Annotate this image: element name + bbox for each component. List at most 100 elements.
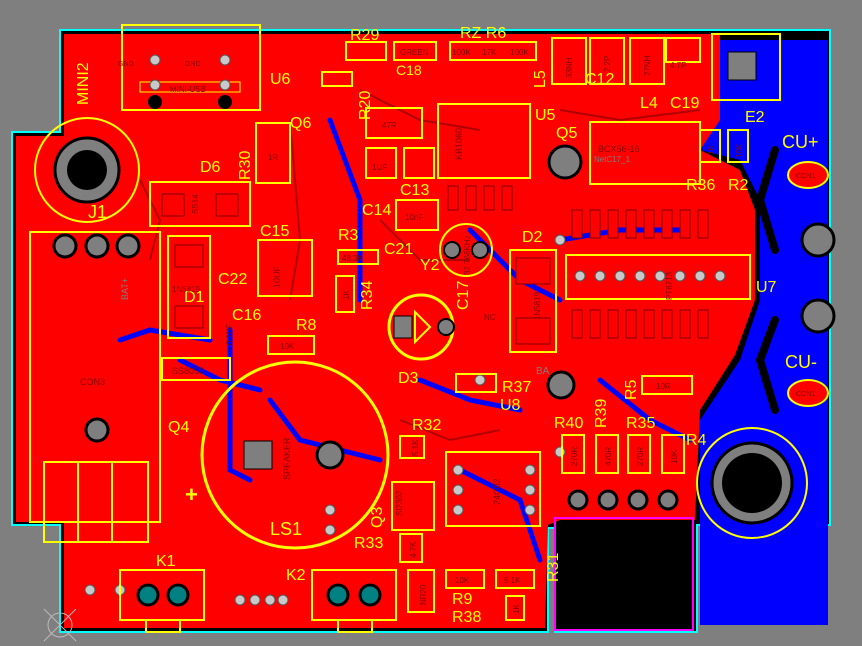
mounting-hole-j1 xyxy=(34,117,140,223)
c13-label: C13 xyxy=(400,182,429,199)
r40-value: 270R xyxy=(570,447,579,466)
r4-value: 10K xyxy=(670,449,679,464)
c18-label: C18 xyxy=(396,62,422,78)
d3-label: D3 xyxy=(398,370,419,387)
usb-connector-outline xyxy=(554,517,694,631)
r9-value: 1K xyxy=(512,604,521,614)
c17-label: C17 xyxy=(455,281,472,310)
d2-diode: D2 1N5819 NC xyxy=(484,229,557,353)
r33-label: R33 xyxy=(354,535,383,552)
crystal-y2: Y2 32.768KHz C17 xyxy=(420,223,493,310)
u7-label: U7 xyxy=(756,279,777,296)
r5-value: 10R xyxy=(656,382,671,391)
cu-plus-label: CU+ xyxy=(782,132,819,152)
mini-usb-connector: MINI-USB GND GND xyxy=(118,24,261,111)
d6-label: D6 xyxy=(200,159,221,176)
mini-usb-label: MINI-USB xyxy=(170,85,206,94)
u8-chip-label: 24C02 xyxy=(492,478,502,505)
c19-label: C19 xyxy=(670,95,699,112)
d2-label: D2 xyxy=(522,229,543,246)
r30-value: 1R xyxy=(268,153,278,162)
value-4p7: 4.7P xyxy=(670,61,686,70)
battery-header-j1: J1 CON3 BAT+ xyxy=(29,202,161,523)
y2-value: 32.768KHz xyxy=(463,235,472,275)
r34-value: 1K xyxy=(342,290,351,300)
battery-contacts: CU+ CON1 CU- CON1 xyxy=(755,132,836,414)
c21-label: C21 xyxy=(384,241,413,258)
origin-marker-icon xyxy=(43,608,77,642)
q4-part-label: SS8050 xyxy=(172,366,204,376)
value-2p2: 2.2P xyxy=(603,56,612,72)
q3-part-label: SI2302 xyxy=(395,490,404,516)
nc-label: NC xyxy=(484,313,496,322)
r39-label: R39 xyxy=(593,399,610,428)
r31-label: R31 xyxy=(545,553,562,582)
e2-label: E2 xyxy=(745,109,765,126)
c16-label: C16 xyxy=(232,307,261,324)
value-1k-top: 1K xyxy=(707,145,716,155)
value-1uf: 1UF xyxy=(372,163,387,172)
c12-label: C12 xyxy=(585,71,614,88)
ba-label: BA xyxy=(536,366,550,377)
r34-label: R34 xyxy=(359,281,376,310)
value-17k: 17K xyxy=(482,48,497,57)
value-27nh: 27NH xyxy=(643,55,652,76)
cu-minus-label: CU- xyxy=(785,352,817,372)
value-100k-b: 100K xyxy=(510,48,529,57)
speaker-label: SPEAKER xyxy=(282,437,292,480)
c16-value: 0.1UF xyxy=(225,323,234,345)
r9-label: R9 xyxy=(452,591,473,608)
ic-pads xyxy=(447,185,709,339)
green-label: GREEN xyxy=(400,48,429,57)
rz-r6-label: RZ R6 xyxy=(460,25,506,42)
bottom-small-parts: NR20 10K 5.1K R31 R38 R9 1K xyxy=(407,553,562,626)
q6-label: Q6 xyxy=(290,115,311,132)
left-passives: R30 1R Q6 U6 C15 10UF C22 C16 0.1UF R8 1… xyxy=(218,71,317,355)
value-10k-top: 10K xyxy=(735,143,744,158)
ic-u8: BA R37 U8 24C02 xyxy=(445,366,576,527)
k1-label: K1 xyxy=(156,553,176,570)
bat-plus-label: BAT+ xyxy=(120,278,130,300)
q5-label: Q5 xyxy=(556,125,577,142)
r30-label: R30 xyxy=(237,151,254,180)
value-47r: 47R xyxy=(382,121,397,130)
r35-value: 270R xyxy=(636,447,645,466)
l4-label: L4 xyxy=(640,95,658,112)
value-33nh: 33NH xyxy=(565,57,574,78)
top-middle-parts: R29 GREEN RZ R6 100K 17K 100K R20 C18 47… xyxy=(321,25,537,313)
c14-label: C14 xyxy=(362,202,391,219)
u8-label: U8 xyxy=(500,397,521,414)
nr20-label: NR20 xyxy=(419,584,428,605)
ls1-label: LS1 xyxy=(270,519,302,539)
r32-q3-r33: R32 5.1K SI2302 Q3 R33 4.7K xyxy=(354,417,441,563)
con3-label: CON3 xyxy=(80,377,105,387)
r35-label: R35 xyxy=(626,415,655,432)
vias xyxy=(84,54,726,606)
r40-label: R40 xyxy=(554,415,583,432)
r38-label: R38 xyxy=(452,609,481,626)
u5-label: U5 xyxy=(535,107,556,124)
led-d3: D3 xyxy=(387,293,455,387)
r32-label: R32 xyxy=(412,417,441,434)
mini2-label: MINI2 xyxy=(75,62,92,105)
u7-chip-label: PT8713 xyxy=(665,271,674,300)
c15-label: C15 xyxy=(260,223,289,240)
q4-label: Q4 xyxy=(168,419,189,436)
r5-label: R5 xyxy=(623,379,640,400)
r3-value: 48.3K xyxy=(342,254,364,263)
r8-label: R8 xyxy=(296,317,317,334)
value-10nf: 10nF xyxy=(405,213,423,222)
r36-label: R36 xyxy=(686,177,715,194)
r4-label: R4 xyxy=(686,432,707,449)
l5-label: L5 xyxy=(532,70,549,88)
net-c17-label: NetC17_1 xyxy=(594,155,631,164)
gnd-label-1: GND xyxy=(118,61,134,68)
d1-label: D1 xyxy=(184,289,205,306)
r33-value: 4.7K xyxy=(409,541,418,558)
c22-label: C22 xyxy=(218,271,247,288)
r37-label: R37 xyxy=(502,379,531,396)
j1-label: J1 xyxy=(88,202,107,222)
con1-bottom-label: CON1 xyxy=(796,391,816,398)
y2-label: Y2 xyxy=(420,257,440,274)
